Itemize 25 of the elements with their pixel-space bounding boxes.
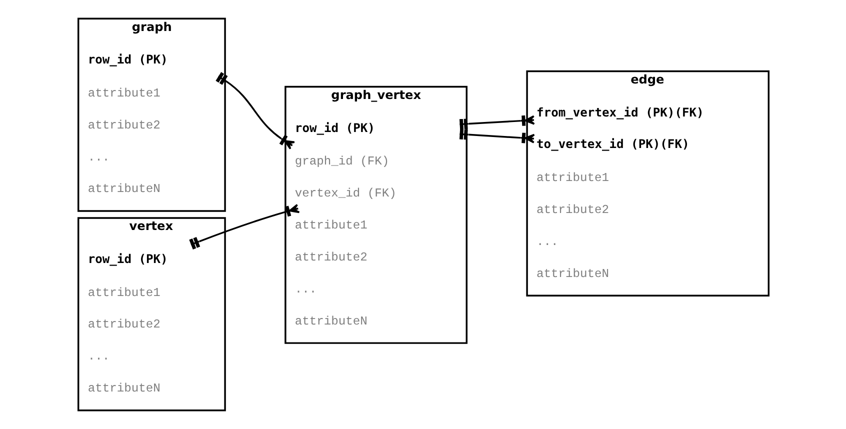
node-text: row_id (PK) xyxy=(294,120,374,135)
node-text: from_vertex_id (PK)(FK) xyxy=(536,105,704,120)
node-text: ... xyxy=(536,234,558,249)
node-text: to_vertex_id (PK)(FK) xyxy=(536,137,689,152)
node-text: attributeN xyxy=(87,182,160,196)
node-text: attribute2 xyxy=(294,250,367,264)
node-text: ... xyxy=(294,282,316,296)
node-text: attribute2 xyxy=(87,118,160,132)
node-text: attribute2 xyxy=(87,318,160,332)
node-text: attributeN xyxy=(87,382,160,396)
node-text: ... xyxy=(87,350,110,364)
node-text: ... xyxy=(87,150,110,164)
node-text: row_id (PK) xyxy=(87,252,168,266)
node-text: attribute1 xyxy=(536,171,609,186)
node-text: row_id (PK) xyxy=(87,52,168,67)
node-text: attributeN xyxy=(294,314,367,328)
node-text: attribute2 xyxy=(536,202,609,217)
node-text: attribute1 xyxy=(87,86,160,100)
connector xyxy=(188,204,300,250)
node-text: attributeN xyxy=(536,266,609,281)
node-text: attribute1 xyxy=(294,218,367,232)
node-text: vertex_id (FK) xyxy=(294,186,396,201)
node-text: attribute1 xyxy=(87,286,160,300)
node-text: graph_id (FK) xyxy=(294,154,389,169)
connector xyxy=(215,72,295,150)
